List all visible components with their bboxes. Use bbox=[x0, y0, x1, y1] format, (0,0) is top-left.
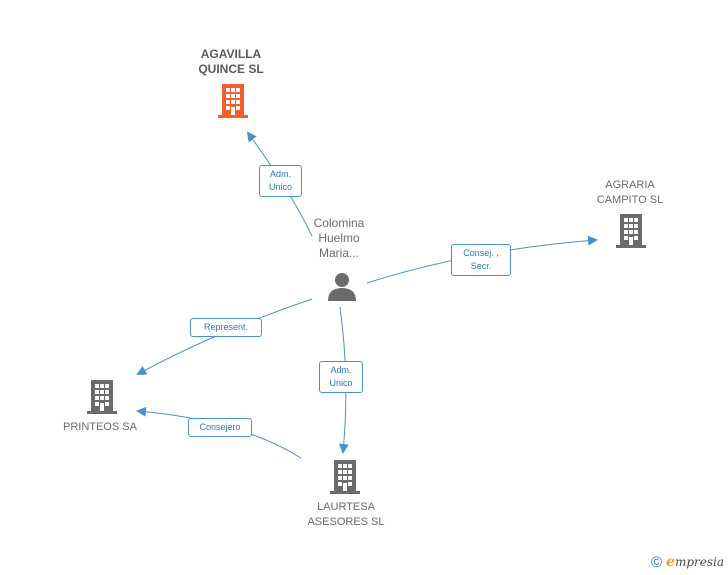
brand-logo: empresia bbox=[666, 554, 724, 570]
copyright-icon: © bbox=[650, 554, 663, 571]
watermark: ©empresia bbox=[651, 554, 724, 571]
building-icon-laurtesa[interactable] bbox=[330, 460, 360, 494]
edge-label-adm-unico-top: Adm. Unico bbox=[259, 165, 302, 197]
edge-label-adm-unico-bottom: Adm. Unico bbox=[319, 361, 363, 393]
edge-label-consejero: Consejero bbox=[188, 418, 252, 437]
building-icon-agraria[interactable] bbox=[616, 214, 646, 248]
node-label-printeos[interactable]: PRINTEOS SA bbox=[63, 421, 137, 433]
edge-label-represent: Represent. bbox=[190, 318, 262, 337]
node-label-agraria[interactable]: AGRARIA CAMPITO SL bbox=[596, 179, 664, 206]
edge-label-consej-secr: Consej. , Secr. bbox=[451, 244, 511, 276]
node-label-laurtesa[interactable]: LAURTESA ASESORES SL bbox=[307, 501, 385, 528]
node-label-agavilla[interactable]: AGAVILLA QUINCE SL bbox=[198, 47, 264, 76]
person-icon[interactable] bbox=[327, 271, 357, 301]
building-icon-printeos[interactable] bbox=[87, 380, 117, 414]
building-icon-agavilla[interactable] bbox=[218, 84, 248, 118]
node-label-person[interactable]: Colomina Huelmo Maria... bbox=[313, 216, 365, 260]
